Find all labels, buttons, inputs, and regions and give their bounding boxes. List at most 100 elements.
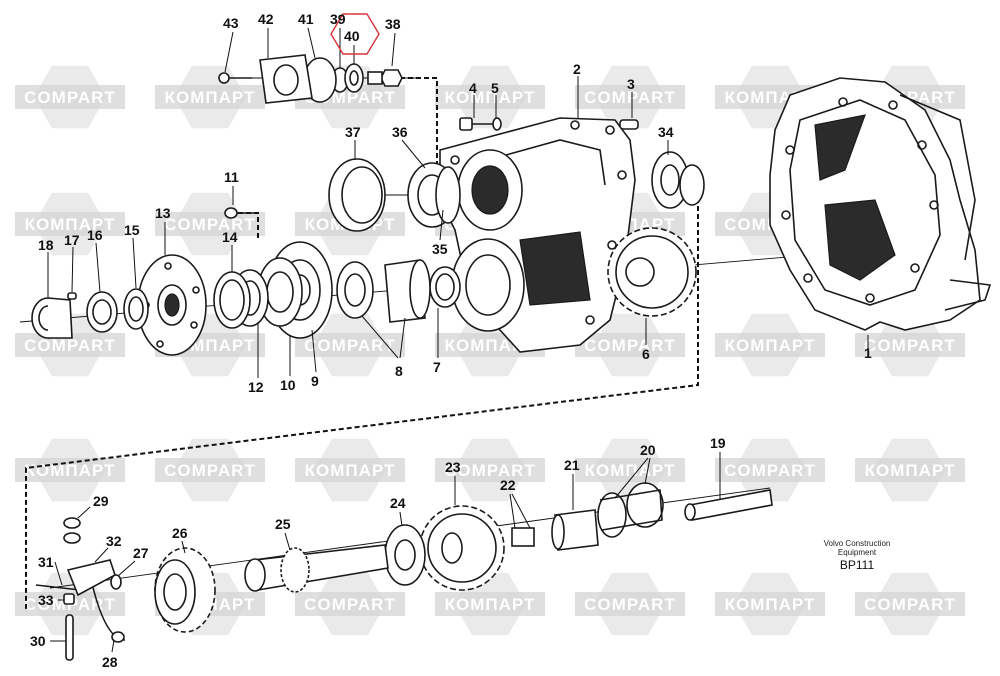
callout-9: 9 — [311, 373, 319, 389]
watermark-tile: КОМПАРТ — [15, 438, 125, 502]
part-19-shaft — [684, 489, 773, 521]
part-31-screw — [35, 584, 81, 591]
callout-37: 37 — [345, 124, 361, 140]
part-30-pin — [65, 614, 74, 661]
watermark-text: COMPART — [864, 336, 956, 355]
watermark-text: COMPART — [164, 461, 256, 480]
callout-30: 30 — [30, 633, 46, 649]
watermark-text: КОМПАРТ — [865, 461, 956, 480]
watermark-text: COMPART — [584, 88, 676, 107]
watermark-tile: COMPART — [15, 65, 125, 129]
callout-19: 19 — [710, 435, 726, 451]
callout-34: 34 — [658, 124, 674, 140]
watermark-band — [855, 592, 965, 616]
callout-26: 26 — [172, 525, 188, 541]
callout-22: 22 — [500, 477, 516, 493]
watermark-tile: COMPART — [575, 572, 685, 636]
highlight-hexagon-part-40 — [330, 13, 380, 55]
callout-42: 42 — [258, 11, 274, 27]
watermark-text: КОМПАРТ — [445, 595, 536, 614]
caption-manufacturer: Volvo Construction — [824, 539, 891, 548]
part-40-sealing-ring — [344, 63, 364, 93]
watermark-text: COMPART — [24, 336, 116, 355]
callout-7: 7 — [433, 359, 441, 375]
dashed-connectors — [25, 77, 699, 610]
callout-numbers: 1 2 3 4 5 6 7 8 9 10 11 12 13 14 15 16 1… — [30, 11, 872, 670]
callout-27: 27 — [133, 545, 149, 561]
watermark-tile: COMPART — [855, 572, 965, 636]
watermark-band — [15, 85, 125, 109]
callout-32: 32 — [106, 533, 122, 549]
watermark-band — [575, 458, 685, 482]
part-4-bolt — [459, 117, 496, 131]
watermark-tile: КОМПАРТ — [715, 313, 825, 377]
part-10-seal — [257, 257, 303, 327]
watermark-band — [575, 592, 685, 616]
callout-10: 10 — [280, 377, 296, 393]
part-14-o-ring — [213, 271, 251, 329]
part-16-lock-washer — [86, 291, 118, 333]
part-23-gear — [419, 505, 505, 591]
watermark-band — [155, 85, 265, 109]
part-38-plug — [367, 69, 403, 87]
watermark-tile: COMPART — [855, 313, 965, 377]
watermark-band — [855, 333, 965, 357]
part-15-washer — [123, 288, 149, 330]
watermark-band — [575, 85, 685, 109]
watermark-text: COMPART — [584, 336, 676, 355]
watermark-text: КОМПАРТ — [585, 461, 676, 480]
watermark-tile: COMPART — [715, 438, 825, 502]
part-8-bearing — [336, 259, 431, 323]
callout-11: 11 — [224, 169, 239, 185]
part-43-screw — [218, 72, 252, 84]
callout-8: 8 — [395, 363, 403, 379]
callout-24: 24 — [390, 495, 406, 511]
callout-25: 25 — [275, 516, 291, 532]
part-26-coupling-sleeve — [154, 547, 216, 633]
watermark-text: КОМПАРТ — [25, 461, 116, 480]
watermark-band — [435, 592, 545, 616]
part-27-clip — [110, 574, 122, 590]
callout-41: 41 — [298, 11, 314, 27]
watermark-band — [295, 592, 405, 616]
callout-29: 29 — [93, 493, 109, 509]
part-1-housing — [769, 77, 992, 331]
watermark-band — [155, 212, 265, 236]
watermark-band — [715, 458, 825, 482]
watermark-tile: КОМПАРТ — [435, 65, 545, 129]
callout-43: 43 — [223, 15, 239, 31]
part-22-key — [511, 527, 535, 547]
callout-15: 15 — [124, 222, 140, 238]
callout-12: 12 — [248, 379, 264, 395]
callout-36: 36 — [392, 124, 408, 140]
watermark-text: COMPART — [304, 336, 396, 355]
watermark-text: КОМПАРТ — [165, 88, 256, 107]
part-2-gear-case — [439, 117, 636, 353]
part-17-spring-pin — [67, 292, 77, 300]
part-29-spring — [63, 517, 81, 544]
watermark-band — [435, 85, 545, 109]
watermark-text: КОМПАРТ — [445, 88, 536, 107]
part-42-cover-plate — [259, 54, 313, 104]
watermark-tile: КОМПАРТ — [855, 438, 965, 502]
watermark-text: COMPART — [444, 461, 536, 480]
watermark-text: COMPART — [304, 595, 396, 614]
callout-5: 5 — [491, 80, 499, 96]
part-32-lever — [66, 559, 116, 597]
callout-16: 16 — [87, 227, 103, 243]
callout-38: 38 — [385, 16, 401, 32]
watermark-tile: COMPART — [295, 313, 405, 377]
watermark-band — [715, 592, 825, 616]
part-3-dowel-pin — [619, 119, 639, 130]
callout-4: 4 — [469, 80, 477, 96]
callout-2: 2 — [573, 61, 581, 77]
watermark-tile: КОМПАРТ — [15, 192, 125, 256]
callout-39: 39 — [330, 11, 346, 27]
part-34-bearing — [651, 151, 705, 209]
part-37-cover — [328, 158, 386, 232]
part-7-ring — [429, 266, 461, 308]
part-6-gear — [607, 227, 697, 317]
callout-28: 28 — [102, 654, 118, 670]
watermark-tile: COMPART — [155, 438, 265, 502]
part-13-flange — [137, 254, 207, 356]
